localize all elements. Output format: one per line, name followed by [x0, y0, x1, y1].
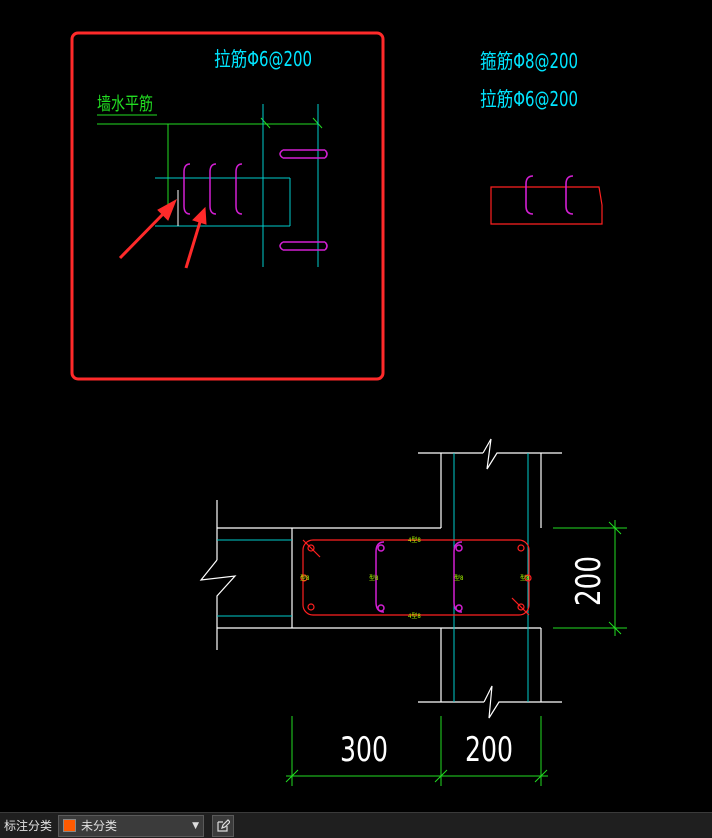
category-color-swatch: [63, 819, 77, 832]
category-select[interactable]: 未分类 ▼: [58, 814, 205, 837]
wall-outline: [199, 438, 562, 719]
dim-horizontal-200: 200: [465, 730, 513, 770]
edit-category-button[interactable]: [212, 814, 235, 837]
detail-pointer-arrows: [118, 198, 207, 269]
stirrup-outline: [300, 539, 532, 616]
tag-side-3: 型8: [454, 574, 464, 582]
detail-wall-section: [155, 104, 319, 267]
tag-top-1: 4型8: [408, 536, 421, 544]
chevron-down-icon: ▼: [192, 820, 200, 831]
legend-stirrup-label: 箍筋Φ8@200: [480, 49, 578, 73]
tag-bottom-1: 4型8: [408, 612, 421, 620]
legend-section-sample: [490, 175, 603, 225]
highlight-frame: [70, 31, 385, 381]
dim-horizontal-300: 300: [340, 730, 388, 770]
detail-tie-label: 拉筋Φ6@200: [214, 47, 312, 71]
category-label: 标注分类: [4, 819, 53, 833]
edit-icon: [217, 818, 231, 832]
rebar-tags: 4型8 4型8 型8 型8 型8 型8: [300, 536, 530, 620]
category-value: 未分类: [81, 819, 118, 833]
detail-tie-bars: [183, 149, 328, 251]
annotation-category-bar: 标注分类 未分类 ▼: [0, 812, 712, 838]
dimension-horizontal: [285, 716, 548, 786]
cad-drawing-canvas[interactable]: 拉筋Φ6@200 墙水平筋 箍筋Φ8@200 拉筋Φ6@200: [0, 0, 712, 812]
tag-side-4: 型8: [520, 574, 530, 582]
legend-tie-label: 拉筋Φ6@200: [480, 87, 578, 111]
dimension-vertical: [553, 520, 627, 636]
tag-side-2: 型8: [369, 574, 379, 582]
tag-side-1: 型8: [300, 574, 310, 582]
dim-vertical-200: 200: [569, 556, 609, 606]
wall-horizontal-bar-label: 墙水平筋: [97, 94, 153, 115]
main-tie-bars: [375, 541, 463, 613]
